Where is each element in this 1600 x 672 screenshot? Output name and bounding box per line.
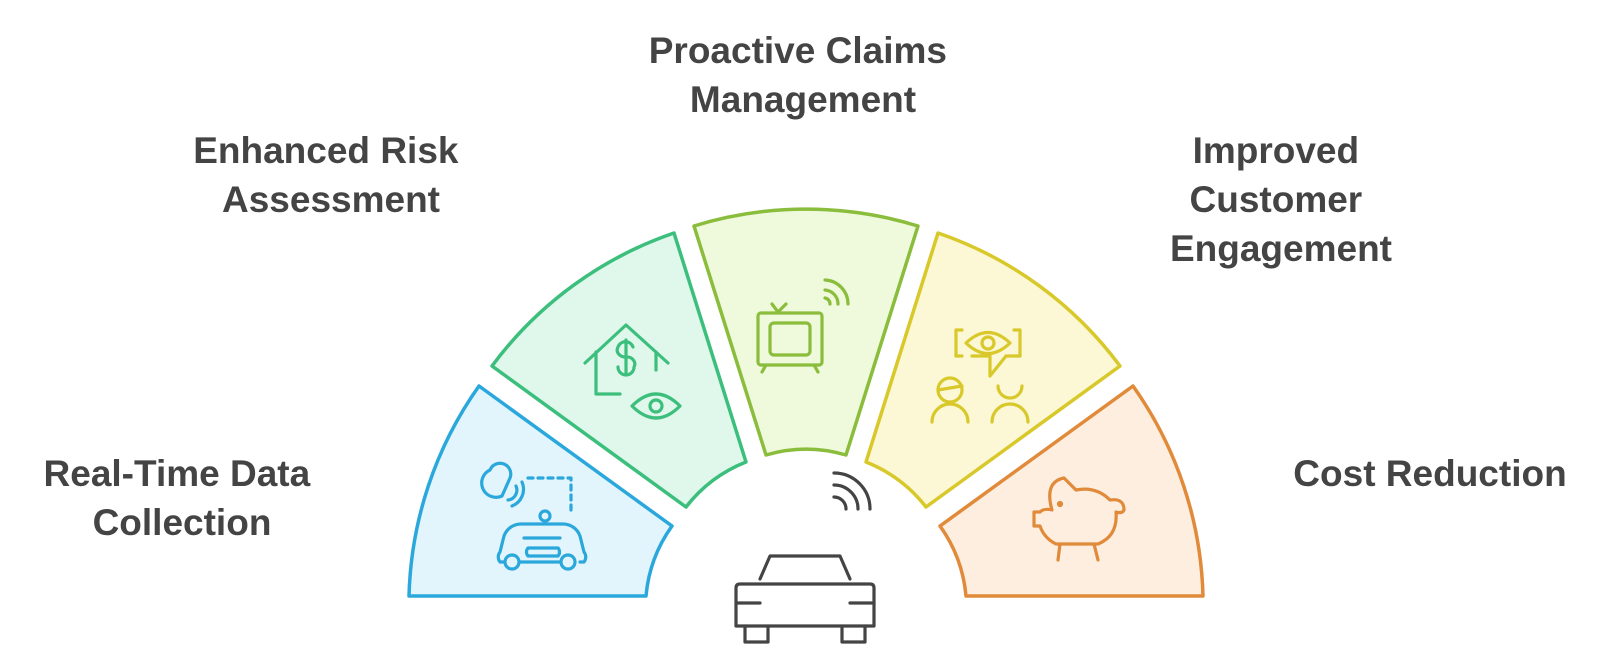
label-real-time-line-2: Collection	[93, 502, 272, 543]
segment-claims	[692, 207, 920, 457]
label-claims-line-1: Proactive Claims	[649, 30, 947, 71]
tv-signal-icon	[756, 278, 850, 374]
segment-real-time-shape	[407, 384, 674, 598]
label-cost: Cost Reduction	[1293, 453, 1566, 494]
segment-cost	[938, 384, 1205, 598]
label-claims-line-2: Management	[690, 79, 916, 120]
label-cost-line-1: Cost Reduction	[1293, 453, 1566, 494]
label-engagement-line-2: Customer	[1190, 179, 1363, 220]
segment-cost-shape	[938, 384, 1205, 598]
label-engagement-line-1: Improved	[1193, 130, 1360, 171]
label-claims: Proactive Claims Management	[649, 30, 958, 120]
connected-car-icon	[734, 471, 876, 644]
house-dollar-eye-icon	[583, 323, 682, 420]
label-real-time-line-1: Real-Time Data	[44, 453, 311, 494]
label-risk: Enhanced Risk Assessment	[193, 130, 469, 220]
label-engagement-line-3: Engagement	[1170, 228, 1392, 269]
people-eye-chat-icon	[930, 328, 1030, 424]
piggy-bank-icon	[1032, 476, 1126, 562]
segment-real-time	[407, 384, 674, 598]
robot-car-sensor-icon	[480, 461, 588, 571]
label-risk-line-2: Assessment	[222, 179, 440, 220]
segment-claims-shape	[692, 207, 920, 457]
label-risk-line-1: Enhanced Risk	[193, 130, 459, 171]
label-real-time: Real-Time Data Collection	[44, 453, 321, 543]
label-engagement: Improved Customer Engagement	[1170, 130, 1392, 269]
